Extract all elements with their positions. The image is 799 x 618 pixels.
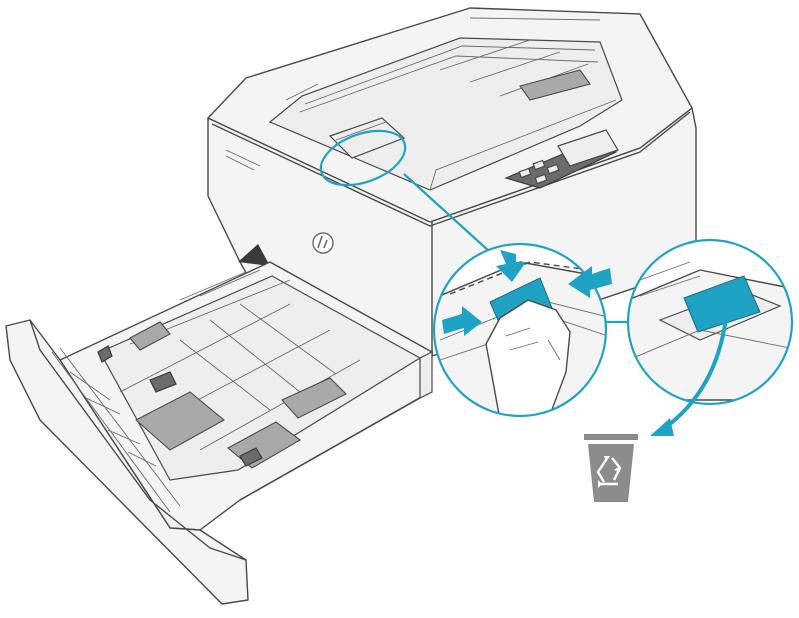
control-panel: [504, 129, 619, 189]
arrow-down-icon: [496, 250, 526, 282]
detail-circle-remove-tape: [432, 242, 612, 418]
paper-tray: [5, 261, 433, 605]
detail-circle-discard-tape: [626, 238, 794, 436]
callout-highlight-ring: [319, 129, 407, 187]
curved-arrow-icon: [650, 418, 674, 436]
hp-logo-icon: [312, 232, 334, 254]
arrow-right-icon: [442, 306, 482, 336]
arrow-left-icon: [568, 266, 612, 298]
recycle-bin-icon: [584, 434, 638, 502]
hand-illustration: [485, 299, 571, 416]
removed-tape: [683, 275, 761, 333]
